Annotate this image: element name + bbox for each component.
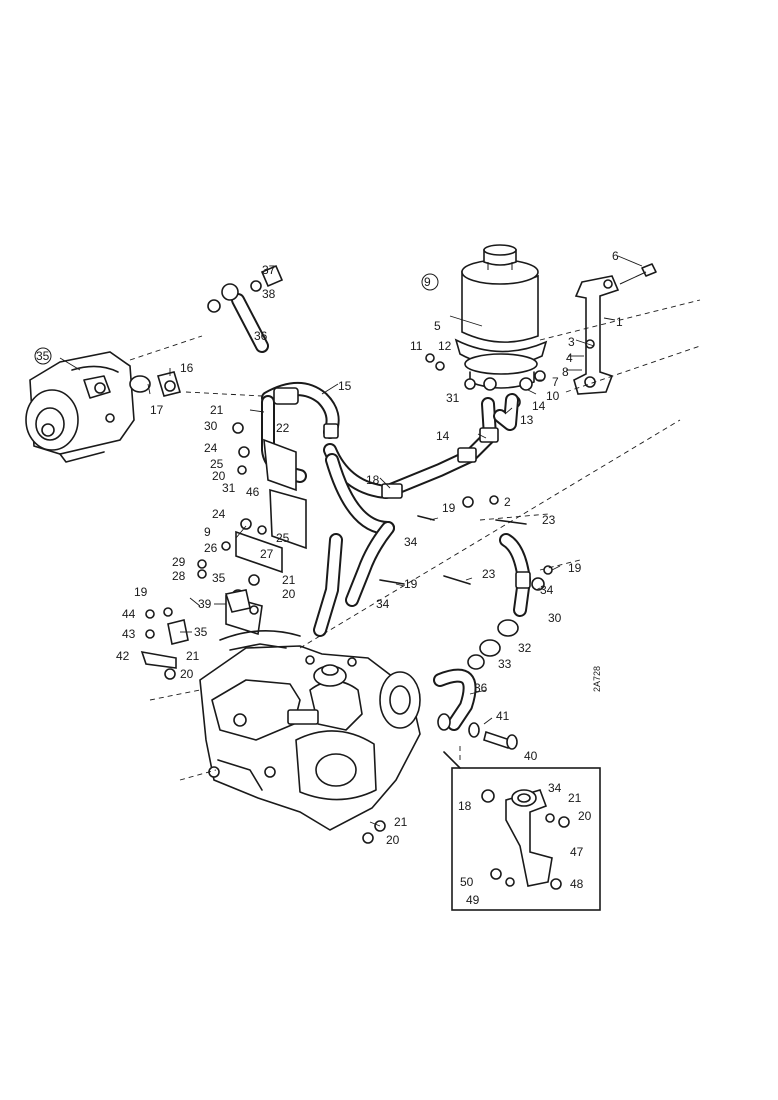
- pump-outlet-fittings: [129, 371, 182, 397]
- supply-hose-16: [323, 397, 499, 499]
- callout-19a: 19: [134, 585, 148, 599]
- supply-hose-long: [313, 393, 519, 637]
- long-bolts: [379, 495, 553, 591]
- callout-8: 8: [562, 365, 569, 379]
- callout-20e: 20: [578, 809, 592, 823]
- callout-31a: 31: [222, 481, 236, 495]
- detail-inset: [443, 751, 601, 911]
- callout-3: 3: [568, 335, 575, 349]
- callout-37: 37: [262, 263, 276, 277]
- callout-24a: 24: [204, 441, 218, 455]
- assembly-leader-lines: [129, 299, 701, 781]
- callout-circles: [34, 273, 439, 365]
- callout-35b: 35: [212, 571, 226, 585]
- callout-38: 38: [262, 287, 276, 301]
- fluid-reservoir: [454, 244, 548, 389]
- callout-20c: 20: [180, 667, 194, 681]
- callout-9b: 9: [204, 525, 211, 539]
- callout-21e: 21: [568, 791, 582, 805]
- bolt-40: [468, 722, 518, 750]
- callout-18a: 18: [366, 473, 380, 487]
- callout-19c: 19: [568, 561, 582, 575]
- callout-27: 27: [260, 547, 274, 561]
- callout-49: 49: [466, 893, 480, 907]
- callout-29: 29: [172, 555, 186, 569]
- callout-36b: 36: [474, 681, 488, 695]
- callout-5: 5: [434, 319, 441, 333]
- callout-15: 15: [338, 379, 352, 393]
- callout-34a: 34: [404, 535, 418, 549]
- callout-21d: 21: [394, 815, 408, 829]
- callout-47: 47: [570, 845, 584, 859]
- lower-fittings: [362, 820, 386, 844]
- callout-39: 39: [198, 597, 212, 611]
- callout-20d: 20: [386, 833, 400, 847]
- callout-20b: 20: [282, 587, 296, 601]
- callout-21a: 21: [210, 403, 224, 417]
- steering-pump: [25, 351, 135, 463]
- reservoir-bracket: [573, 263, 657, 395]
- callout-30a: 30: [204, 419, 218, 433]
- callout-1: 1: [616, 315, 623, 329]
- callout-13: 13: [520, 413, 534, 427]
- callout-40: 40: [524, 749, 538, 763]
- center-brackets: [197, 422, 307, 636]
- callout-14b: 14: [436, 429, 450, 443]
- return-hose-30: [433, 533, 531, 731]
- callout-4: 4: [566, 351, 573, 365]
- callout-6: 6: [612, 249, 619, 263]
- callout-7: 7: [552, 375, 559, 389]
- callout-34b: 34: [540, 583, 554, 597]
- callout-33: 33: [498, 657, 512, 671]
- callout-35c: 35: [194, 625, 208, 639]
- callout-18b: 18: [458, 799, 472, 813]
- callout-9: 9: [424, 275, 431, 289]
- callout-31b: 31: [446, 391, 460, 405]
- callout-36: 36: [254, 329, 268, 343]
- callout-50: 50: [460, 875, 474, 889]
- callout-labels: 37 38 36 35 16 17 15 21 30 22 24 25 20 3…: [36, 249, 623, 907]
- callout-19b: 19: [442, 501, 456, 515]
- callout-42: 42: [116, 649, 130, 663]
- callout-43: 43: [122, 627, 136, 641]
- callout-34c: 34: [376, 597, 390, 611]
- callout-19d: 19: [404, 577, 418, 591]
- callout-leaders: [59, 255, 643, 827]
- callout-35a: 35: [36, 349, 50, 363]
- callout-14a: 14: [532, 399, 546, 413]
- drawing-code: 2A728: [592, 666, 602, 692]
- callout-26: 26: [204, 541, 218, 555]
- callout-17: 17: [150, 403, 164, 417]
- callout-41: 41: [496, 709, 510, 723]
- callout-21c: 21: [186, 649, 200, 663]
- callout-23b: 23: [482, 567, 496, 581]
- callout-25a: 25: [210, 457, 224, 471]
- callout-24b: 24: [212, 507, 226, 521]
- callout-23a: 23: [542, 513, 556, 527]
- callout-21b: 21: [282, 573, 296, 587]
- callout-25b: 25: [276, 531, 290, 545]
- return-hose-36: [207, 264, 284, 353]
- left-mount-parts: [140, 589, 251, 680]
- callout-28: 28: [172, 569, 186, 583]
- callout-30b: 30: [548, 611, 562, 625]
- callout-11: 11: [410, 339, 423, 353]
- steering-gear-housing: [199, 630, 421, 831]
- callout-2: 2: [504, 495, 511, 509]
- callout-34d: 34: [548, 781, 562, 795]
- callout-46: 46: [246, 485, 260, 499]
- callout-48: 48: [570, 877, 584, 891]
- callout-32: 32: [518, 641, 532, 655]
- callout-44: 44: [122, 607, 136, 621]
- callout-20a: 20: [212, 469, 226, 483]
- callout-16: 16: [180, 361, 194, 375]
- callout-10: 10: [546, 389, 560, 403]
- callout-12: 12: [438, 339, 452, 353]
- callout-22: 22: [276, 421, 290, 435]
